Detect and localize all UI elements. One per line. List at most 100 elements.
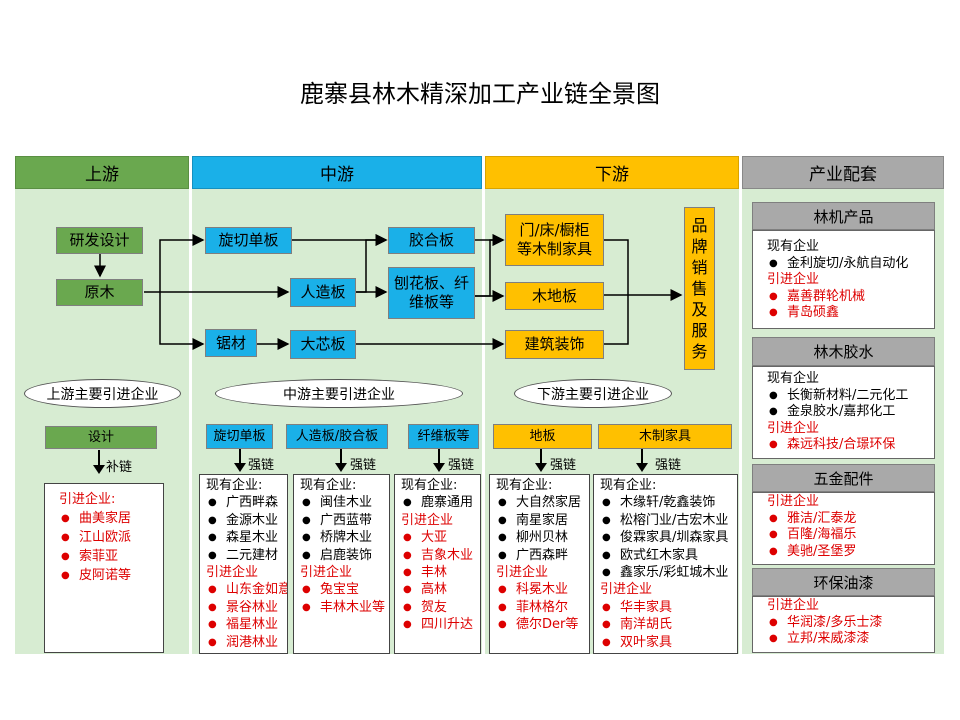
downstream-oval: 下游主要引进企业 [514,379,672,408]
list-item: 俊霖家具/圳森家具 [600,529,737,547]
list-item: 丰林木业等 [300,599,389,617]
support-wood-glue-list: 现有企业 长衡新材料/二元化工 金泉胶水/嘉邦化工 引进企业 森远科技/合璟环保 [752,366,935,459]
list-item: 福星林业 [206,616,287,634]
rd-design-box: 研发设计 [56,227,143,254]
intro-label: 引进企业: [59,492,116,507]
list-item: 高林 [401,581,480,599]
list-item: 木缘轩/乾鑫装饰 [600,494,737,512]
down-group-furniture-list: 现有企业: 木缘轩/乾鑫装饰 松榕门业/古宏木业 俊霖家具/圳森家具 欧式红木家… [593,474,738,654]
existing-label: 现有企业: [300,478,357,493]
down-group-floor-header: 地板 [493,424,592,449]
intro-label: 引进企业 [767,420,820,436]
down-group-furniture-chain: 强链 [655,458,682,473]
list-item: 兔宝宝 [300,581,389,599]
upstream-header: 上游 [15,156,189,189]
intro-label: 引进企业 [767,598,820,613]
list-item: 江山欧派 [59,528,163,547]
list-item: 嘉善群轮机械 [767,289,934,306]
list-item: 森远科技/合璟环保 [767,437,934,454]
list-item: 山东金如意 [206,581,287,599]
existing-label: 现有企业 [767,239,820,254]
list-item: 双叶家具 [600,634,737,652]
mid-group-rotary-chain: 强链 [248,458,275,473]
list-item: 科冕木业 [496,581,589,599]
list-item: 皮阿诺等 [59,566,163,585]
list-item: 大亚 [401,529,480,547]
support-forest-machinery-header: 林机产品 [752,202,935,230]
list-item: 华丰家具 [600,599,737,617]
plywood-box: 胶合板 [388,227,475,254]
sawn-timber-box: 锯材 [205,329,257,357]
list-item: 青岛硕鑫 [767,305,934,322]
list-item: 长衡新材料/二元化工 [767,388,934,405]
artificial-board-box: 人造板 [290,278,356,307]
mid-group-fiber-chain: 强链 [448,458,475,473]
existing-label: 现有企业: [496,478,553,493]
mid-group-fiber-list: 现有企业: 鹿寨通用 引进企业 大亚 吉象木业 丰林 高林 贺友 四川升达 [394,474,481,654]
list-item: 丰林 [401,564,480,582]
list-item: 索菲亚 [59,547,163,566]
list-item: 南星家居 [496,512,589,530]
list-item: 柳州贝林 [496,529,589,547]
list-item: 百隆/海福乐 [767,527,934,544]
downstream-header: 下游 [485,156,739,189]
mid-group-rotary-header: 旋切单板 [206,424,273,449]
intro-label: 引进企业 [767,272,820,288]
list-item: 松榕门业/古宏木业 [600,512,737,530]
list-item: 美驰/圣堡罗 [767,544,934,561]
mid-group-fiber-header: 纤维板等 [408,424,479,449]
support-hardware-list: 引进企业 雅洁/汇泰龙 百隆/海福乐 美驰/圣堡罗 [752,492,935,565]
upstream-chain-label: 补链 [106,460,133,475]
midstream-header: 中游 [192,156,482,189]
list-item: 曲美家居 [59,509,163,528]
list-item: 景谷林业 [206,599,287,617]
midstream-oval: 中游主要引进企业 [215,379,463,408]
existing-label: 现有企业: [206,478,263,493]
down-group-furniture-header: 木制家具 [598,424,732,449]
down-group-floor-list: 现有企业: 大自然家居 南星家居 柳州贝林 广西森畔 引进企业 科冕木业 菲林格… [489,474,590,654]
existing-label: 现有企业: [401,478,458,493]
list-item: 润港林业 [206,634,287,652]
list-item: 四川升达 [401,616,480,634]
list-item: 吉象木业 [401,547,480,565]
building-decoration-box: 建筑装饰 [505,330,604,359]
list-item: 森星木业 [206,529,287,547]
list-item: 广西蓝带 [300,512,389,530]
upstream-intro-list: 引进企业: 曲美家居 江山欧派 索菲亚 皮阿诺等 [44,483,164,653]
existing-label: 现有企业: [600,478,657,493]
wood-floor-box: 木地板 [505,282,604,310]
list-item: 立邦/来威漆漆 [767,631,934,648]
list-item: 鹿寨通用 [401,494,480,512]
existing-label: 现有企业 [767,371,820,386]
list-item: 金泉胶水/嘉邦化工 [767,404,934,421]
list-item: 金源木业 [206,512,287,530]
wooden-furniture-box: 门/床/橱柜等木制家具 [505,214,604,266]
support-paint-header: 环保油漆 [752,568,935,596]
list-item: 广西畔森 [206,494,287,512]
list-item: 雅洁/汇泰龙 [767,511,934,528]
list-item: 华润漆/多乐士漆 [767,615,934,632]
support-wood-glue-header: 林木胶水 [752,337,935,366]
intro-label: 引进企业 [767,494,820,509]
list-item: 广西森畔 [496,547,589,565]
list-item: 金利旋切/永航自动化 [767,256,934,273]
support-hardware-header: 五金配件 [752,464,935,492]
list-item: 启鹿装饰 [300,547,389,565]
list-item: 桥牌木业 [300,529,389,547]
support-header: 产业配套 [742,156,944,189]
list-item: 二元建材 [206,547,287,565]
upstream-oval: 上游主要引进企业 [24,379,181,408]
down-group-floor-chain: 强链 [550,458,577,473]
list-item: 南洋胡氏 [600,616,737,634]
mid-group-artificial-list: 现有企业: 闽佳木业 广西蓝带 桥牌木业 启鹿装饰 引进企业 兔宝宝 丰林木业等 [293,474,390,654]
list-item: 贺友 [401,599,480,617]
intro-label: 引进企业 [206,565,259,581]
brand-sales-service-box: 品牌销售及服务 [684,207,715,370]
list-item: 大自然家居 [496,494,589,512]
page-title: 鹿寨县林木精深加工产业链全景图 [300,80,660,108]
mid-group-artificial-header: 人造板/胶合板 [286,424,388,449]
list-item: 欧式红木家具 [600,547,737,565]
intro-label: 引进企业 [300,565,353,581]
intro-label: 引进企业 [600,582,653,598]
list-item: 鑫家乐/彩虹城木业 [600,564,737,582]
